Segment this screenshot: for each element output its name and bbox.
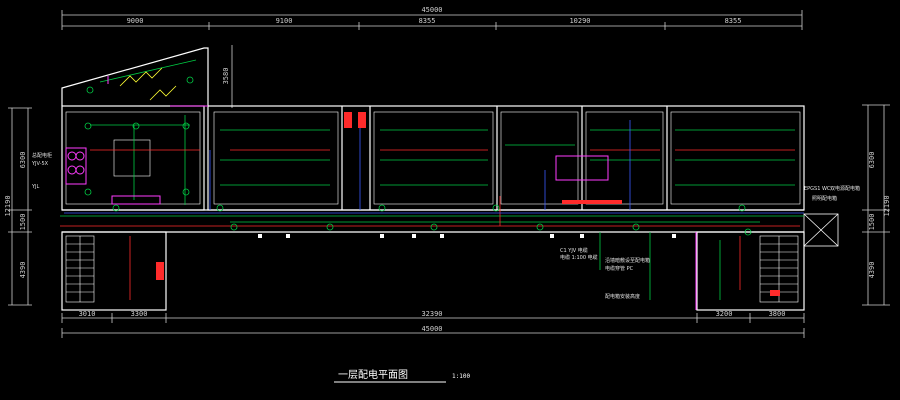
right-segment-3: 4390: [868, 262, 876, 279]
drawing-title: 一层配电平面图: [338, 368, 408, 381]
bottom-segment-5: 3800: [769, 310, 786, 318]
center-panel-label-3: 配电箱安装高度: [605, 293, 640, 300]
left-segment-3: 4390: [19, 262, 27, 279]
right-segment-2: 1500: [868, 214, 876, 231]
right-dimension: [862, 104, 890, 306]
top-dimension: [61, 10, 803, 30]
top-segment-4: 10290: [569, 17, 590, 25]
left-panel-label-3: YJL: [31, 184, 40, 190]
yellow-hatching: [119, 67, 177, 101]
small-vertical-text: 3580: [222, 68, 230, 85]
bottom-dimension: [61, 313, 805, 338]
bottom-segment-3: 32390: [421, 310, 442, 318]
corridor-fixtures: [258, 234, 676, 238]
bottom-segment-2: 3300: [131, 310, 148, 318]
bottom-segment-1: 3010: [79, 310, 96, 318]
bottom-total-dimension: 45000: [421, 325, 442, 333]
stair-left: [65, 235, 95, 303]
center-note-2: 电缆穿管 PC: [605, 265, 634, 272]
center-panel-label-2: 电缆 1:100 电缆: [560, 254, 598, 261]
top-segment-2: 9100: [276, 17, 293, 25]
right-segment-1: 6300: [868, 152, 876, 169]
left-panel-label-2: YJV-5X: [31, 161, 49, 167]
top-segment-1: 9000: [127, 17, 144, 25]
blue-circuits: [64, 120, 804, 214]
green-circuits: [60, 59, 804, 300]
drawing-scale: 1:100: [452, 373, 470, 380]
bottom-segment-4: 3200: [716, 310, 733, 318]
right-panel-label-2: 双电源配电箱: [830, 185, 860, 192]
top-total-dimension: 45000: [421, 6, 442, 14]
top-segment-3: 8355: [419, 17, 436, 25]
right-panel-label-1: EPGS1 WC: [804, 186, 831, 192]
left-panel-label-1: 总配电柜: [32, 152, 52, 159]
left-segment-1: 6300: [19, 152, 27, 169]
magenta-equipment: [65, 76, 697, 310]
elevator-shaft: [803, 213, 839, 247]
building-walls: [61, 47, 805, 311]
left-dimension: [8, 107, 32, 306]
center-panel-label-1: C1 YJV 电缆: [560, 247, 588, 254]
left-total-dimension: 12190: [4, 195, 12, 216]
red-circuits: [60, 149, 800, 300]
right-panel-label-3: 照明配电箱: [812, 195, 837, 202]
top-segment-5: 8355: [725, 17, 742, 25]
right-total-dimension: 12190: [883, 195, 891, 216]
left-segment-2: 1500: [19, 214, 27, 231]
center-note-1: 沿墙暗敷设至配电箱: [605, 257, 650, 264]
lamp-symbols: [84, 76, 752, 236]
room-outlines: [65, 111, 801, 205]
distribution-boxes: [156, 112, 780, 296]
